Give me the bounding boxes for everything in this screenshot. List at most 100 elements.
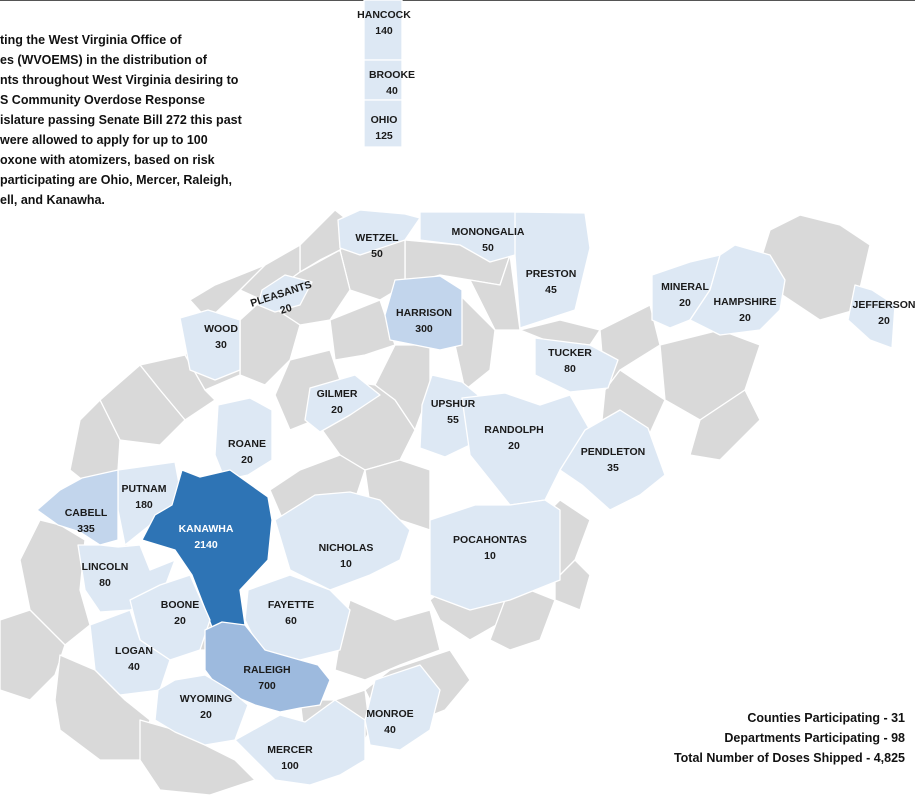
county-name-wyoming: WYOMING <box>180 693 233 705</box>
county-name-cabell: CABELL <box>65 507 108 519</box>
county-name-upshur: UPSHUR <box>431 398 476 410</box>
county-doses-pleasants: 20 <box>279 302 294 317</box>
county-ohio <box>363 99 403 148</box>
non-participating-county <box>329 299 396 361</box>
county-doses-putnam: 180 <box>135 499 153 511</box>
counties-participating-text: Counties Participating - 31 <box>747 711 905 725</box>
county-doses-wetzel: 50 <box>371 248 383 260</box>
county-preston <box>514 211 591 329</box>
county-logan <box>89 609 171 696</box>
county-doses-pocahontas: 10 <box>484 550 496 562</box>
county-name-mineral: MINERAL <box>661 281 709 293</box>
county-name-monongalia: MONONGALIA <box>452 226 525 238</box>
county-doses-lincoln: 80 <box>99 577 111 589</box>
county-upshur <box>419 374 479 458</box>
county-doses-brooke: 40 <box>386 85 398 97</box>
county-jefferson <box>847 284 896 349</box>
county-doses-wood: 30 <box>215 339 227 351</box>
county-name-boone: BOONE <box>161 599 200 611</box>
county-name-harrison: HARRISON <box>396 307 452 319</box>
county-kanawha <box>141 469 273 636</box>
county-doses-mercer: 100 <box>281 760 299 772</box>
county-name-gilmer: GILMER <box>317 388 358 400</box>
county-doses-pendleton: 35 <box>607 462 619 474</box>
county-name-putnam: PUTNAM <box>122 483 167 495</box>
county-gilmer <box>304 374 381 433</box>
county-wyoming <box>154 674 249 746</box>
non-participating-county <box>0 609 66 701</box>
intro-line: S Community Overdose Response <box>0 93 205 107</box>
county-nicholas <box>274 491 411 591</box>
county-harrison <box>384 275 463 351</box>
county-doses-wyoming: 20 <box>200 709 212 721</box>
county-name-pendleton: PENDLETON <box>581 446 646 458</box>
county-doses-harrison: 300 <box>415 323 433 335</box>
county-doses-mineral: 20 <box>679 297 691 309</box>
total-doses-text: Total Number of Doses Shipped - 4,825 <box>673 751 905 765</box>
county-doses-hampshire: 20 <box>739 312 751 324</box>
county-doses-randolph: 20 <box>508 440 520 452</box>
county-fayette <box>244 574 351 661</box>
county-hampshire <box>689 244 786 336</box>
county-name-brooke: BROOKE <box>369 69 415 81</box>
county-doses-monongalia: 50 <box>482 242 494 254</box>
county-doses-kanawha: 2140 <box>194 539 218 551</box>
county-wood <box>179 309 241 381</box>
county-tucker <box>534 337 619 393</box>
county-name-wetzel: WETZEL <box>355 232 399 244</box>
county-name-fayette: FAYETTE <box>268 599 314 611</box>
county-name-jefferson: JEFFERSON <box>852 299 915 311</box>
county-name-monroe: MONROE <box>366 708 413 720</box>
county-doses-fayette: 60 <box>285 615 297 627</box>
county-name-pocahontas: POCAHONTAS <box>453 534 527 546</box>
county-name-randolph: RANDOLPH <box>484 424 544 436</box>
intro-line: es (WVOEMS) in the distribution of <box>0 53 207 67</box>
county-monroe <box>364 664 441 751</box>
intro-line: ting the West Virginia Office of <box>0 33 182 47</box>
county-pendleton <box>559 409 666 511</box>
county-name-kanawha: KANAWHA <box>179 523 234 535</box>
intro-line: were allowed to apply for up to 100 <box>0 133 208 147</box>
county-doses-upshur: 55 <box>447 414 459 426</box>
intro-line: participating are Ohio, Mercer, Raleigh, <box>0 173 233 187</box>
county-name-tucker: TUCKER <box>548 347 592 359</box>
county-name-mercer: MERCER <box>267 744 313 756</box>
county-wetzel <box>337 209 421 256</box>
county-doses-hancock: 140 <box>375 25 393 37</box>
county-name-nicholas: NICHOLAS <box>319 542 374 554</box>
intro-line: oxone with atomizers, based on risk <box>0 153 215 167</box>
intro-line: ell, and Kanawha. <box>0 193 105 207</box>
intro-line: nts throughout West Virginia desiring to <box>0 73 239 87</box>
county-doses-raleigh: 700 <box>258 680 276 692</box>
intro-text: ting the West Virginia Office of es (WVO… <box>0 30 290 210</box>
county-name-preston: PRESTON <box>526 268 577 280</box>
county-doses-boone: 20 <box>174 615 186 627</box>
intro-line: islature passing Senate Bill 272 this pa… <box>0 113 242 127</box>
departments-participating-text: Departments Participating - 98 <box>724 731 905 745</box>
county-mercer <box>234 699 366 786</box>
county-doses-roane: 20 <box>241 454 253 466</box>
county-doses-monroe: 40 <box>384 724 396 736</box>
county-doses-logan: 40 <box>128 661 140 673</box>
non-participating-county <box>239 244 301 301</box>
county-pleasants <box>257 274 313 313</box>
county-name-logan: LOGAN <box>115 645 153 657</box>
non-participating-county <box>189 264 266 321</box>
top-border-line <box>0 0 915 1</box>
county-pocahontas <box>429 499 561 611</box>
county-doses-nicholas: 10 <box>340 558 352 570</box>
county-name-raleigh: RALEIGH <box>243 664 290 676</box>
county-doses-tucker: 80 <box>564 363 576 375</box>
county-name-lincoln: LINCOLN <box>82 561 129 573</box>
county-name-wood: WOOD <box>204 323 238 335</box>
non-participating-county <box>469 254 521 331</box>
county-name-hancock: HANCOCK <box>357 9 411 21</box>
county-cabell <box>36 469 119 546</box>
county-randolph <box>461 392 591 506</box>
county-roane <box>214 397 273 481</box>
county-doses-gilmer: 20 <box>331 404 343 416</box>
county-doses-jefferson: 20 <box>878 315 890 327</box>
non-participating-county <box>554 559 591 611</box>
non-participating-county <box>689 389 761 461</box>
